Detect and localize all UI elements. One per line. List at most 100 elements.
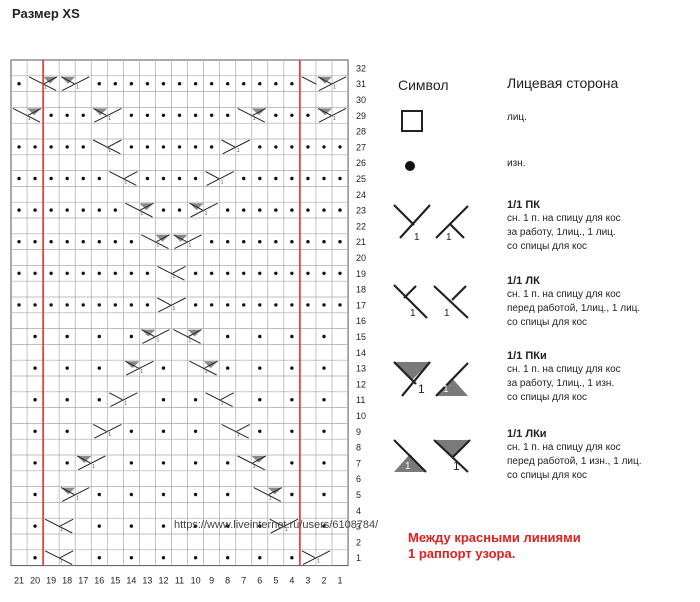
- row-label: 24: [356, 190, 366, 200]
- cable-cell-bg: [220, 139, 236, 155]
- purl-dot: [306, 240, 310, 244]
- purl-dot: [274, 113, 278, 118]
- cable-number: 1: [205, 369, 208, 375]
- purl-dot: [306, 303, 310, 307]
- cable-stroke: [302, 550, 331, 566]
- purl-dot-icon: [405, 161, 415, 171]
- row-label: 7: [356, 458, 361, 468]
- cable-cell-bg: [204, 171, 220, 186]
- cable-cell-bg: [43, 518, 59, 534]
- cable-number: 1: [333, 85, 336, 91]
- cable-stroke: [221, 423, 249, 439]
- purl-dot: [322, 524, 326, 528]
- cable-number: 1: [173, 306, 176, 312]
- purl-dot: [97, 208, 101, 212]
- purl-dot: [306, 271, 310, 275]
- cable-stroke: [189, 360, 217, 376]
- cable-stroke: [190, 202, 218, 218]
- cable-cell-bg: [107, 423, 123, 439]
- cable-cell-bg: [300, 76, 316, 92]
- right-cross-purl-icon: [393, 361, 469, 397]
- purl-dot: [81, 240, 85, 244]
- purl-dot: [193, 82, 198, 86]
- cable-number: 1: [189, 337, 192, 343]
- cable-stroke: [206, 171, 234, 186]
- column-label: 12: [158, 576, 168, 586]
- cable-stroke: [318, 107, 347, 123]
- legend-pk-title: 1/1 ПК: [507, 199, 540, 211]
- legend-purl-desc: изн.: [507, 158, 526, 169]
- purl-dot: [242, 240, 246, 244]
- cable-stroke: [156, 234, 170, 243]
- purl-dot: [97, 303, 101, 307]
- cable-stroke: [125, 360, 139, 369]
- legend-pki-title: 1/1 ПКи: [507, 350, 547, 362]
- purl-dot: [161, 176, 166, 181]
- purl-dot: [129, 113, 134, 118]
- purl-dot: [225, 461, 230, 465]
- row-label: 16: [356, 316, 366, 326]
- purl-dot: [258, 240, 262, 244]
- purl-dot: [225, 113, 230, 118]
- row-label: 21: [356, 237, 366, 247]
- row-label: 26: [356, 158, 366, 168]
- cable-stroke: [268, 487, 283, 495]
- purl-dot: [306, 176, 310, 181]
- column-label: 18: [62, 576, 72, 586]
- purl-dot: [129, 82, 134, 86]
- purl-dot: [225, 334, 230, 339]
- cable-cell-bg: [332, 107, 348, 123]
- purl-dot: [274, 176, 278, 181]
- purl-dot: [145, 113, 150, 118]
- cable-cell-bg: [107, 171, 123, 186]
- purl-dot: [65, 240, 69, 244]
- purl-dot: [258, 303, 262, 307]
- purl-dot: [145, 82, 150, 86]
- purl-dot: [49, 176, 53, 181]
- purl-dot: [97, 366, 101, 370]
- row-label: 12: [356, 379, 366, 389]
- cable-stroke: [205, 171, 219, 179]
- cable-number: 1: [237, 148, 240, 154]
- purl-dot: [193, 145, 198, 149]
- purl-dot: [177, 82, 182, 86]
- purl-dot: [242, 208, 246, 212]
- purl-dot: [274, 240, 278, 244]
- purl-dot: [113, 240, 118, 244]
- cable-stroke: [94, 423, 122, 439]
- purl-dot: [322, 398, 326, 402]
- cable-cell-bg: [252, 487, 268, 502]
- column-label: 2: [321, 576, 326, 586]
- purl-dot: [33, 176, 37, 181]
- purl-dot: [81, 113, 85, 118]
- cable-number: 1: [253, 464, 256, 470]
- cable-cell-bg: [172, 329, 188, 344]
- left-cross-purl-icon: [393, 439, 471, 473]
- cable-number: 1: [156, 337, 159, 343]
- purl-dot: [129, 145, 134, 149]
- purl-dot: [81, 208, 85, 212]
- cable-stroke: [237, 455, 266, 471]
- purl-dot: [17, 176, 21, 181]
- cable-stroke: [140, 202, 154, 211]
- cable-stroke: [109, 171, 137, 186]
- purl-dot: [306, 145, 310, 149]
- row-label: 25: [356, 174, 366, 184]
- cable-cell-bg: [123, 202, 139, 218]
- purl-dot: [290, 461, 294, 465]
- cable-stroke: [93, 139, 121, 155]
- cable-stroke: [61, 76, 90, 92]
- cable-number: 1: [205, 211, 208, 217]
- cable-stroke: [174, 234, 202, 250]
- purl-dot: [65, 366, 69, 370]
- cable-number: 1: [237, 432, 240, 438]
- purl-dot: [306, 208, 310, 212]
- column-label: 8: [225, 576, 230, 586]
- purl-dot: [161, 145, 166, 149]
- source-url: https://www.liveinternet.ru/users/610878…: [174, 519, 379, 531]
- purl-dot: [65, 271, 69, 275]
- cable-cell-bg: [236, 107, 252, 123]
- cable-cell-bg: [220, 171, 236, 186]
- purl-dot: [97, 334, 101, 339]
- legend-pki-desc: сн. 1 п. на спицу для кос за работу, 1ли…: [507, 364, 621, 403]
